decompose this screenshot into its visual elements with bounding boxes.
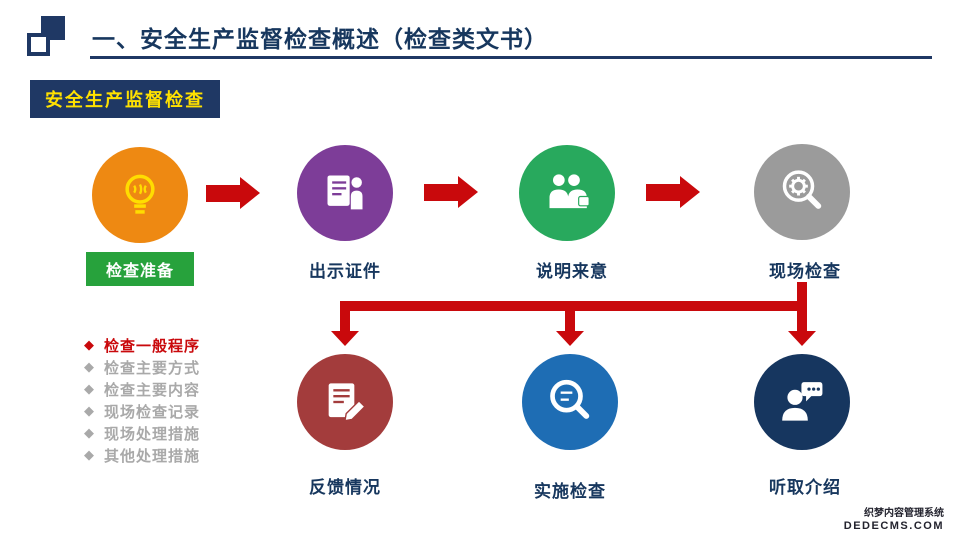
magnifier-gear-icon	[782, 170, 822, 209]
menu-item-general-procedure: ◆ 检查一般程序	[84, 334, 200, 356]
down-arrowhead-1-icon	[331, 331, 359, 346]
step-label-site-inspection: 现场检查	[769, 262, 841, 281]
lightbulb-icon	[125, 174, 155, 214]
step-label-feedback: 反馈情况	[309, 478, 381, 497]
step-circle-show-credentials	[297, 145, 393, 241]
step-circle-listen-briefing	[754, 354, 850, 450]
document-pen-icon	[328, 383, 366, 422]
step-circle-conduct-inspection	[522, 354, 618, 450]
diamond-bullet-icon: ◆	[84, 425, 95, 440]
step-label-prepare: 检查准备	[86, 252, 194, 286]
step-circle-site-inspection	[754, 144, 850, 240]
step-circle-prepare	[92, 147, 188, 243]
step-circle-state-purpose	[519, 145, 615, 241]
menu-item-main-content: ◆ 检查主要内容	[84, 378, 200, 400]
watermark-line2: DEDECMS.COM	[843, 520, 944, 532]
step-label-listen-briefing: 听取介绍	[769, 478, 841, 497]
step-label-conduct-inspection: 实施检查	[534, 482, 606, 501]
menu-item-label: 检查主要方式	[104, 359, 201, 377]
menu-item-site-record: ◆ 现场检查记录	[84, 400, 200, 422]
section-badge: 安全生产监督检查	[30, 80, 220, 118]
watermark-line1: 织梦内容管理系统	[864, 508, 944, 519]
connector-drop-2	[565, 301, 575, 332]
people-meeting-icon	[549, 174, 590, 209]
page-title: 一、安全生产监督检查概述（检查类文书）	[92, 26, 548, 52]
down-arrowhead-2-icon	[556, 331, 584, 346]
connector-vertical-stub	[797, 282, 807, 304]
connector-drop-3	[797, 301, 807, 332]
menu-item-other-measures: ◆ 其他处理措施	[84, 444, 200, 466]
menu-item-label: 现场处理措施	[104, 425, 201, 443]
flow-arrow-right-3-icon	[646, 176, 700, 208]
menu-item-label: 检查一般程序	[104, 337, 201, 355]
down-arrowhead-3-icon	[788, 331, 816, 346]
title-squares-logo-icon	[27, 16, 67, 58]
diamond-bullet-icon: ◆	[84, 447, 95, 462]
menu-item-main-methods: ◆ 检查主要方式	[84, 356, 200, 378]
step-label-show-credentials: 出示证件	[309, 262, 381, 281]
logo-outline-square	[27, 33, 50, 56]
flow-arrow-right-2-icon	[424, 176, 478, 208]
menu-item-label: 现场检查记录	[104, 403, 201, 421]
magnifier-icon	[550, 379, 590, 419]
agenda-menu: ◆ 检查一般程序 ◆ 检查主要方式 ◆ 检查主要内容 ◆ 现场检查记录 ◆ 现场…	[84, 334, 200, 466]
menu-item-label: 检查主要内容	[104, 381, 201, 399]
connector-drop-1	[340, 301, 350, 332]
diamond-bullet-icon: ◆	[84, 403, 95, 418]
step-circle-feedback	[297, 354, 393, 450]
menu-item-label: 其他处理措施	[104, 447, 201, 465]
menu-item-site-measures: ◆ 现场处理措施	[84, 422, 200, 444]
flow-arrow-right-1-icon	[206, 177, 260, 209]
step-label-state-purpose: 说明来意	[536, 262, 608, 281]
diamond-bullet-icon: ◆	[84, 337, 95, 352]
person-speech-icon	[782, 382, 823, 421]
id-card-icon	[327, 175, 363, 210]
watermark: 织梦内容管理系统 DEDECMS.COM	[844, 508, 944, 532]
title-underline	[90, 56, 932, 59]
diamond-bullet-icon: ◆	[84, 381, 95, 396]
diamond-bullet-icon: ◆	[84, 359, 95, 374]
